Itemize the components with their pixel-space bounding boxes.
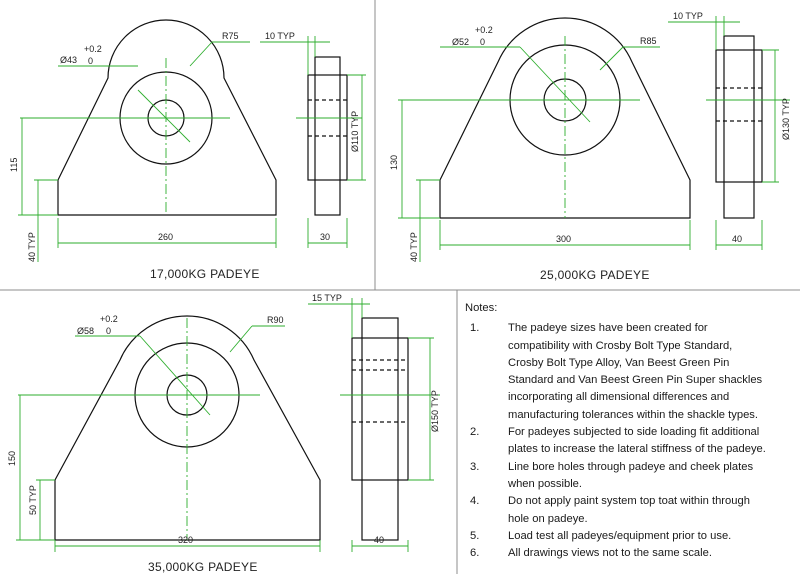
note-line: incorporating all dimensional difference…	[508, 391, 730, 404]
plate-side-3	[361, 317, 399, 541]
hole-dim-label-3: 50 TYP	[28, 485, 38, 515]
cheek-dim-label-1: 10 TYP	[265, 31, 295, 41]
dia-arrow-3	[139, 335, 211, 416]
height-label-3: 150	[7, 451, 17, 466]
dia-arrow-1	[137, 89, 191, 143]
radius-label-2: R85	[640, 36, 657, 46]
radius-arrow-3	[229, 325, 253, 353]
note-line: manufacturing tolerances within the shac…	[508, 408, 758, 421]
padeye-view-35000: Ø58 +0.2 0 R90 320 150 50 TYP 15 TYP Ø15…	[7, 293, 440, 574]
cheek-dia-label-2: Ø130 TYP	[781, 98, 791, 140]
padeye-view-17000: Ø43 +0.2 0 R75 260 115 40 TYP 10 TYP Ø11…	[9, 19, 366, 281]
notes-list: 1. The padeye sizes have been created for…	[465, 320, 797, 562]
thick-label-2: 40	[732, 234, 742, 244]
note-line: compatibility with Crosby Bolt Type Stan…	[508, 339, 733, 352]
cheek-dia-label-1: Ø110 TYP	[350, 111, 360, 152]
hole-dim-label-2: 40 TYP	[409, 232, 419, 262]
padeye-outline-2	[439, 17, 691, 219]
height-label-2: 130	[389, 155, 399, 170]
note-number: 1.	[470, 322, 480, 335]
thick-label-3: 40	[374, 535, 384, 545]
tol-lower-3: 0	[106, 326, 111, 336]
tol-lower-2: 0	[480, 37, 485, 47]
padeye-outline-1	[57, 19, 277, 216]
radius-label-3: R90	[267, 315, 284, 325]
note-text: All drawings views not to the same scale…	[508, 545, 797, 562]
height-label-1: 115	[9, 158, 19, 172]
note-item: 6. All drawings views not to the same sca…	[465, 545, 797, 562]
note-line: Load test all padeyes/equipment prior to…	[508, 529, 732, 542]
note-line: Standard and Van Beest Green Pin Super s…	[508, 374, 763, 387]
dia-label-3: Ø58	[77, 326, 94, 336]
note-line: All drawings views not to the same scale…	[508, 547, 712, 560]
caption-1: 17,000KG PADEYE	[150, 267, 260, 281]
note-item: 3. Line bore holes through padeye and che…	[465, 459, 797, 494]
notes-panel: Notes: 1. The padeye sizes have been crea…	[465, 300, 797, 562]
cheek-dim-label-3: 15 TYP	[312, 293, 342, 303]
width-label-3: 320	[178, 535, 193, 545]
tol-upper-2: +0.2	[475, 25, 493, 35]
cheek-dim-label-2: 10 TYP	[673, 11, 703, 21]
radius-label-1: R75	[222, 31, 239, 41]
note-line: Line bore holes through padeye and cheek…	[508, 460, 754, 473]
caption-3: 35,000KG PADEYE	[148, 560, 258, 574]
note-text: Line bore holes through padeye and cheek…	[508, 459, 797, 494]
note-item: 2. For padeyes subjected to side loading …	[465, 424, 797, 459]
note-text: Do not apply paint system top toat withi…	[508, 493, 797, 528]
note-line: Do not apply paint system top toat withi…	[508, 495, 750, 508]
hole-dim-label-1: 40 TYP	[27, 232, 37, 262]
note-number: 5.	[470, 529, 480, 542]
note-text: Load test all padeyes/equipment prior to…	[508, 528, 797, 545]
note-number: 6.	[470, 547, 480, 560]
width-label-2: 300	[556, 234, 571, 244]
cheek-dia-label-3: Ø150 TYP	[430, 390, 440, 432]
tol-upper-3: +0.2	[100, 314, 118, 324]
cheek-side-1	[307, 74, 348, 181]
padeye-outline-3	[54, 315, 321, 541]
note-line: when possible.	[508, 477, 583, 490]
tol-lower-1: 0	[88, 56, 93, 66]
cheek-side-3	[351, 337, 409, 481]
note-item: 5. Load test all padeyes/equipment prior …	[465, 528, 797, 545]
note-number: 2.	[470, 426, 480, 439]
notes-title: Notes:	[465, 302, 498, 314]
caption-2: 25,000KG PADEYE	[540, 268, 650, 282]
note-number: 3.	[470, 460, 480, 473]
note-line: The padeye sizes have been created for	[508, 322, 708, 335]
dia-label-2: Ø52	[452, 37, 469, 47]
note-line: Crosby Bolt Type Alloy, Van Beest Green …	[508, 356, 730, 369]
note-number: 4.	[470, 495, 480, 508]
thick-label-1: 30	[320, 232, 330, 242]
note-item: 4. Do not apply paint system top toat wit…	[465, 493, 797, 528]
plate-side-2	[723, 35, 755, 219]
note-line: For padeyes subjected to side loading fi…	[508, 426, 760, 439]
note-line: hole on padeye.	[508, 512, 588, 525]
radius-arrow-2	[599, 46, 624, 71]
note-text: The padeye sizes have been created for co…	[508, 320, 797, 424]
note-text: For padeyes subjected to side loading fi…	[508, 424, 797, 459]
cheek-side-2	[715, 49, 763, 183]
tol-upper-1: +0.2	[84, 44, 102, 54]
dia-label-1: Ø43	[60, 55, 77, 65]
note-line: plates to increase the lateral stiffness…	[508, 443, 766, 456]
dia-arrow-2	[519, 46, 591, 123]
width-label-1: 260	[158, 232, 173, 242]
padeye-view-25000: Ø52 +0.2 0 R85 300 130 40 TYP 10 TYP Ø13…	[389, 11, 791, 282]
note-item: 1. The padeye sizes have been created for…	[465, 320, 797, 424]
radius-arrow-1	[189, 41, 213, 67]
